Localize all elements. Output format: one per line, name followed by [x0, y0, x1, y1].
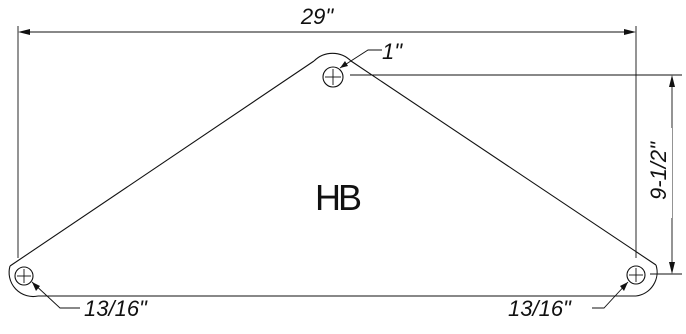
left-hole-diameter-label: 13/16": [84, 296, 148, 321]
width-arrow-right: [624, 29, 636, 35]
plate-left-corner: [8, 265, 39, 298]
top-hole-diameter-label: 1": [382, 39, 403, 64]
top-hole: 1": [322, 39, 403, 88]
right-hole-leader-arrow: [620, 282, 628, 291]
height-arrow-top: [669, 75, 675, 87]
width-arrow-left: [18, 29, 30, 35]
left-hole-leader: [31, 281, 80, 309]
plate-outline: [8, 52, 658, 298]
center-label: HB: [315, 177, 361, 218]
right-hole: 13/16": [508, 265, 646, 321]
plate-top-corner: [313, 52, 352, 62]
height-arrow-bottom: [669, 262, 675, 274]
left-hole: 13/16": [14, 266, 148, 321]
top-hole-leader-arrow: [340, 61, 348, 68]
plate-right-edge: [350, 60, 657, 266]
height-label-background: [650, 128, 672, 218]
overall-width-label: 29": [300, 4, 334, 29]
height-label: 9-1/2": [646, 141, 671, 200]
right-hole-leader: [592, 281, 629, 309]
right-hole-diameter-label: 13/16": [508, 296, 572, 321]
plate-left-edge: [9, 60, 315, 267]
left-hole-leader-arrow: [32, 282, 40, 291]
plate-right-corner: [635, 264, 658, 297]
height-dimension: 9-1/2": [350, 74, 682, 275]
overall-width-dimension: 29": [17, 4, 637, 258]
top-hole-leader: [339, 49, 382, 69]
